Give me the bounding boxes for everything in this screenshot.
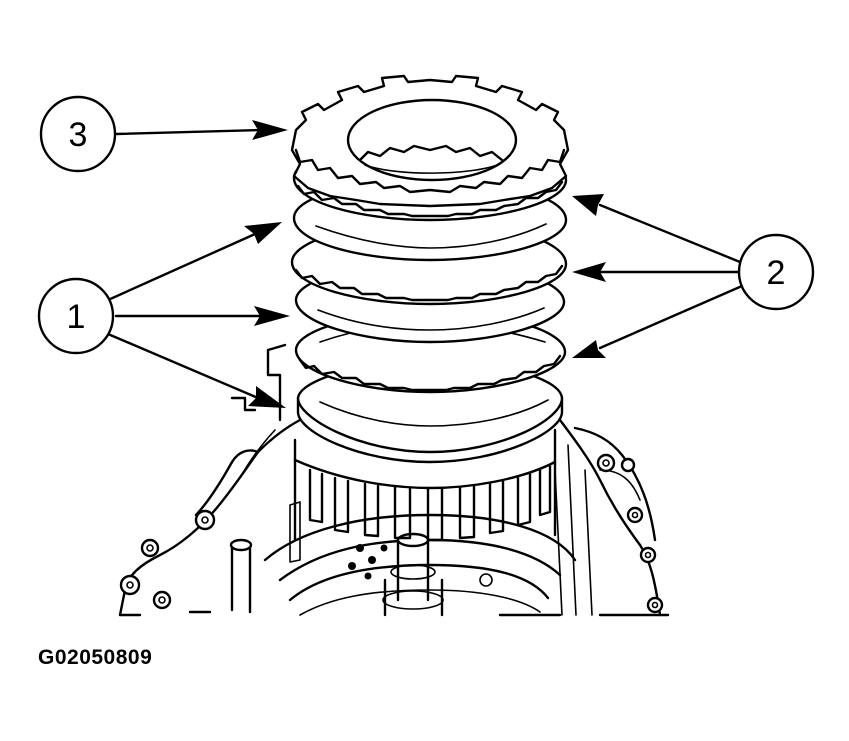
- callout-arrows: [106, 120, 744, 408]
- transmission-case: [118, 343, 670, 617]
- callout-3: 3: [39, 95, 117, 173]
- callout-2: 2: [737, 233, 815, 311]
- clutch-drum: [289, 428, 557, 563]
- callout-1: 1: [37, 277, 115, 355]
- callout-1-number: 1: [67, 298, 86, 336]
- callout-2-number: 2: [767, 254, 786, 292]
- clutch-plate-stack: [290, 74, 570, 464]
- figure-id-label: G02050809: [38, 646, 153, 669]
- callout-3-number: 3: [69, 116, 88, 154]
